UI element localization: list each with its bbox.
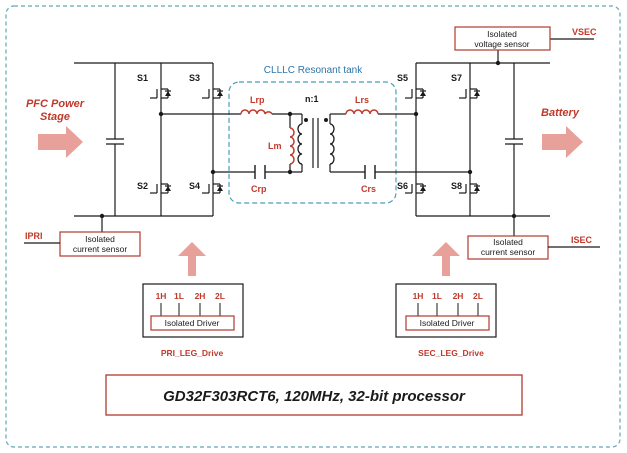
- sec-drive-caption: SEC_LEG_Drive: [418, 348, 484, 358]
- pri-driver-inner-box: [150, 315, 235, 331]
- sec-pin-1h: 1H: [413, 291, 424, 301]
- switch-label-s1: S1: [137, 73, 148, 83]
- pri-driver-pin-stubs: [160, 303, 221, 316]
- crp-label: Crp: [251, 184, 267, 194]
- mosfet-s8-symbol: [459, 183, 480, 194]
- processor-label: GD32F303RCT6, 120MHz, 32-bit processor: [163, 388, 466, 405]
- crp-capacitor: [254, 165, 266, 179]
- mosfet-s6-symbol: [405, 183, 426, 194]
- resonant-tank-box: [228, 81, 397, 204]
- primary-current-sensor-line1: Isolated: [85, 234, 115, 244]
- mosfet-s7-symbol: [459, 88, 480, 99]
- resonant-tank-title: CLLLC Resonant tank: [264, 65, 363, 76]
- pri-pin-2l: 2L: [215, 291, 225, 301]
- transformer-secondary-winding: [329, 123, 335, 165]
- pfc-label-line2: Stage: [40, 111, 70, 123]
- switch-label-s3: S3: [189, 73, 200, 83]
- switch-label-s4: S4: [189, 181, 200, 191]
- battery-label: Battery: [541, 107, 580, 119]
- voltage-sensor-line2: voltage sensor: [474, 39, 529, 49]
- lrp-inductor: [240, 109, 273, 117]
- transformer-core: [312, 118, 319, 168]
- sec-driver-label: Isolated Driver: [420, 318, 475, 328]
- switch-label-s5: S5: [397, 73, 408, 83]
- pri-drive-arrow: [178, 242, 206, 276]
- isec-label: ISEC: [571, 235, 593, 245]
- pfc-label-line1: PFC Power: [26, 98, 85, 110]
- junction-dots: [99, 60, 517, 219]
- switch-label-s8: S8: [451, 181, 462, 191]
- transformer-dot-secondary: [324, 118, 328, 122]
- mosfet-s1-symbol: [150, 88, 171, 99]
- sec-pin-2h: 2H: [453, 291, 464, 301]
- voltage-sensor-box: [454, 26, 551, 51]
- crs-capacitor: [364, 165, 376, 179]
- transformer-ratio: n:1: [305, 94, 319, 104]
- transformer-primary-winding: [297, 123, 303, 165]
- mosfet-s5-symbol: [405, 88, 426, 99]
- mosfet-s2-symbol: [150, 183, 171, 194]
- primary-current-sensor-box: [59, 231, 141, 257]
- vsec-label: VSEC: [572, 27, 597, 37]
- secondary-current-sensor-line1: Isolated: [493, 237, 523, 247]
- sec-drive-arrow: [432, 242, 460, 276]
- pfc-input-arrow: [38, 126, 83, 158]
- transformer-dot-primary: [304, 118, 308, 122]
- ipri-label: IPRI: [25, 231, 43, 241]
- lrs-inductor: [345, 109, 379, 115]
- pri-pin-1h: 1H: [156, 291, 167, 301]
- lm-label: Lm: [268, 141, 282, 151]
- switch-label-s2: S2: [137, 181, 148, 191]
- sec-pin-1l: 1L: [432, 291, 442, 301]
- secondary-current-sensor-line2: current sensor: [481, 247, 535, 257]
- voltage-sensor-line1: Isolated: [487, 29, 517, 39]
- mosfet-s4-symbol: [202, 183, 223, 194]
- sec-driver-inner-box: [405, 315, 490, 331]
- switch-label-s6: S6: [397, 181, 408, 191]
- sec-pin-2l: 2L: [473, 291, 483, 301]
- pri-drive-caption: PRI_LEG_Drive: [161, 348, 224, 358]
- lrp-label: Lrp: [250, 95, 265, 105]
- battery-output-arrow: [542, 126, 583, 158]
- processor-box: [105, 374, 523, 416]
- sec-driver-pin-stubs: [417, 303, 479, 316]
- switch-label-s7: S7: [451, 73, 462, 83]
- outer-frame: [5, 5, 621, 448]
- pri-pin-2h: 2H: [195, 291, 206, 301]
- pri-driver-label: Isolated Driver: [165, 318, 220, 328]
- lrs-label: Lrs: [355, 95, 369, 105]
- power-wiring: [74, 38, 594, 236]
- primary-current-sensor-line2: current sensor: [73, 244, 127, 254]
- lm-inductor: [289, 127, 295, 165]
- crs-label: Crs: [361, 184, 376, 194]
- mosfet-s3-symbol: [202, 88, 223, 99]
- pri-pin-1l: 1L: [174, 291, 184, 301]
